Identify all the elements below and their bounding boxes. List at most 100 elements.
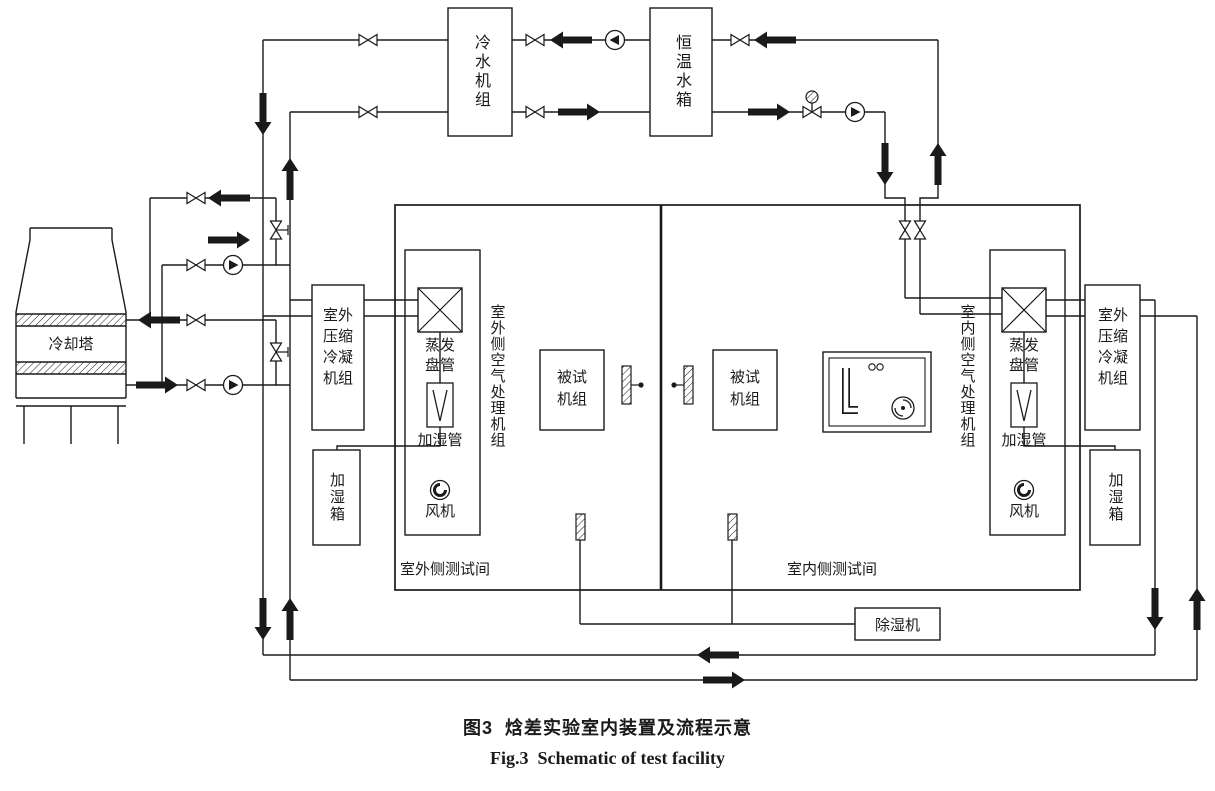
left-test-unit-box xyxy=(539,349,605,431)
top-loop-pipes xyxy=(263,39,1002,315)
valve-icon xyxy=(730,33,742,47)
tank-box xyxy=(649,7,713,137)
valve-icon xyxy=(186,191,198,205)
flow-arrows xyxy=(136,31,1206,689)
right-door-icon xyxy=(683,365,694,405)
flow-arrow-icon xyxy=(136,376,178,394)
right-test-unit-label: 被试机组 xyxy=(729,369,760,408)
valve-icon xyxy=(913,228,927,240)
right-ahu-label: 室内侧空气处理机组 xyxy=(958,304,976,448)
flow-arrow-icon xyxy=(703,671,745,689)
valve-icon xyxy=(194,313,206,327)
flow-arrow-icon xyxy=(1146,588,1164,630)
pump-rotor-icon xyxy=(229,260,239,270)
equipment-boxes xyxy=(311,7,1141,641)
flow-arrow-icon xyxy=(550,31,592,49)
cooling-tower-icon xyxy=(15,227,127,444)
valve-icon xyxy=(898,228,912,240)
left-door-icon xyxy=(621,365,632,405)
valve-icon xyxy=(269,350,283,362)
flow-arrow-icon xyxy=(281,598,299,640)
valve-icon xyxy=(194,191,206,205)
left-pipes xyxy=(126,40,441,680)
valve-icon xyxy=(533,105,545,119)
right-humidifier-box xyxy=(1089,449,1141,546)
ahu-fans xyxy=(429,479,1035,501)
dehumidifier-box xyxy=(854,607,941,641)
valve-icon xyxy=(186,313,198,327)
flow-arrow-icon xyxy=(208,231,250,249)
indoor-unit xyxy=(822,351,932,433)
flow-arrow-icon xyxy=(254,93,272,135)
flow-arrow-icon xyxy=(697,646,739,664)
valve-icon xyxy=(358,33,370,47)
valve-icon xyxy=(269,342,283,354)
right-fan-label: 风机 xyxy=(1008,503,1039,520)
valve-icon xyxy=(358,105,370,119)
left-condensing-unit-box xyxy=(311,284,365,431)
evaporator-coils xyxy=(417,287,1047,333)
pump-rotor-icon xyxy=(851,107,861,117)
right-air-sampler-icon xyxy=(727,513,738,541)
dehumidifier-label: 除湿机 xyxy=(874,616,920,634)
three-way-valve-icon xyxy=(805,90,819,112)
right-condensing-unit-label: 室外压缩冷凝机组 xyxy=(1097,307,1128,387)
valve-icon xyxy=(810,105,822,119)
valve-icon xyxy=(533,33,545,47)
right-condensing-unit-box xyxy=(1084,284,1141,431)
flow-arrow-icon xyxy=(558,103,600,121)
valve-icon xyxy=(269,220,283,232)
valve-icon xyxy=(802,105,814,119)
left-ahu-box xyxy=(404,249,481,536)
pump-rotor-icon xyxy=(229,380,239,390)
flow-arrow-icon xyxy=(754,31,796,49)
doors-and-samplers xyxy=(575,365,738,541)
outdoor-room-label: 室外侧测试间 xyxy=(400,561,491,578)
test-chamber-box xyxy=(394,204,1081,591)
right-humidifier-pipe-label: 加湿管 xyxy=(1001,432,1047,449)
cooling-tower-label: 冷却塔 xyxy=(48,336,94,353)
left-fan-label: 风机 xyxy=(424,503,455,520)
caption-english: Fig.3 Schematic of test facility xyxy=(490,748,725,768)
flow-arrow-icon xyxy=(1188,588,1206,630)
valve-icon xyxy=(269,228,283,240)
valve-icon xyxy=(194,258,206,272)
flow-arrow-icon xyxy=(254,598,272,640)
valve-icon xyxy=(525,105,537,119)
left-air-sampler-icon xyxy=(575,513,586,541)
flow-arrow-icon xyxy=(748,103,790,121)
chiller-box xyxy=(447,7,513,137)
valve-icon xyxy=(738,33,750,47)
right-door-handle-icon xyxy=(671,382,677,388)
pumps xyxy=(222,29,866,396)
left-test-unit-label: 被试机组 xyxy=(556,369,587,408)
left-door-handle-icon xyxy=(638,382,644,388)
tank-label: 恒温水箱 xyxy=(673,34,690,110)
flow-arrow-icon xyxy=(281,158,299,200)
left-condensing-unit-label: 室外压缩冷凝机组 xyxy=(322,307,353,387)
left-humidifier-box-label: 加湿箱 xyxy=(328,472,345,523)
valve-icon xyxy=(366,105,378,119)
chamber xyxy=(394,204,1081,591)
right-humidifier-box-label: 加湿箱 xyxy=(1106,472,1124,523)
valve-icon xyxy=(898,220,912,232)
chiller-label: 冷水机组 xyxy=(472,34,489,110)
right-evaporator-coil-label: 蒸发盘管 xyxy=(1008,337,1039,374)
left-humidifier-pipe-label: 加湿管 xyxy=(417,432,463,449)
indoor-room-label: 室内侧测试间 xyxy=(787,561,878,578)
left-ahu-label: 室外侧空气处理机组 xyxy=(488,304,506,448)
valve-icon xyxy=(186,378,198,392)
pump-rotor-icon xyxy=(609,35,619,45)
right-test-unit-box xyxy=(712,349,778,431)
humidifier-pipes xyxy=(426,382,1038,428)
valve-icon xyxy=(366,33,378,47)
flow-arrow-icon xyxy=(929,143,947,185)
caption-chinese: 图3 焓差实验室内装置及流程示意 xyxy=(462,718,752,738)
valve-icon xyxy=(194,378,206,392)
right-ahu-box xyxy=(989,249,1066,536)
flow-arrow-icon xyxy=(208,189,250,207)
left-humidifier-box xyxy=(312,449,361,546)
valve-icon xyxy=(186,258,198,272)
